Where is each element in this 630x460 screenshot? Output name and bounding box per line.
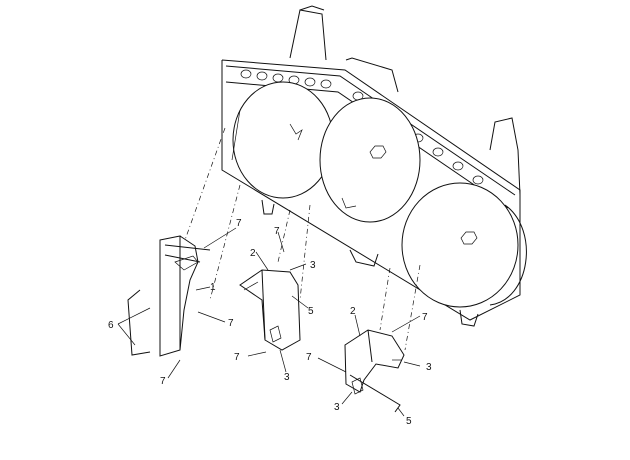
callout-7-right-left: 7 xyxy=(306,352,312,363)
callout-3-center-bottom: 3 xyxy=(284,372,290,383)
drum-left xyxy=(231,81,334,199)
callout-6: 6 xyxy=(108,320,114,331)
callout-3-center-top: 3 xyxy=(310,260,316,271)
callout-5-center: 5 xyxy=(308,306,314,317)
drum-right xyxy=(401,182,527,308)
callout-7-shield-right: 7 xyxy=(228,318,234,329)
callout-7-shield-bottom: 7 xyxy=(160,376,166,387)
lower-right-bracket-part xyxy=(344,329,405,413)
callout-7-right-top: 7 xyxy=(422,312,428,323)
leader-lines xyxy=(117,227,421,417)
callout-2-right: 2 xyxy=(350,306,356,317)
callout-5-right: 5 xyxy=(406,416,412,427)
callout-2-center: 2 xyxy=(250,248,256,259)
callout-1: 1 xyxy=(210,282,216,293)
center-bracket-part xyxy=(239,269,301,351)
left-shield-part xyxy=(127,235,211,357)
callout-7-top-left: 7 xyxy=(236,218,242,229)
callout-3-right: 3 xyxy=(426,362,432,373)
callout-labels: 7 1 6 7 7 7 2 3 5 7 3 2 7 3 7 3 5 xyxy=(108,218,432,427)
callout-7-center-top: 7 xyxy=(274,226,280,237)
callout-7-center-left: 7 xyxy=(234,352,240,363)
drum-center xyxy=(319,97,421,223)
assembly-guide-lines xyxy=(184,127,421,351)
callout-3-right-bottom: 3 xyxy=(334,402,340,413)
